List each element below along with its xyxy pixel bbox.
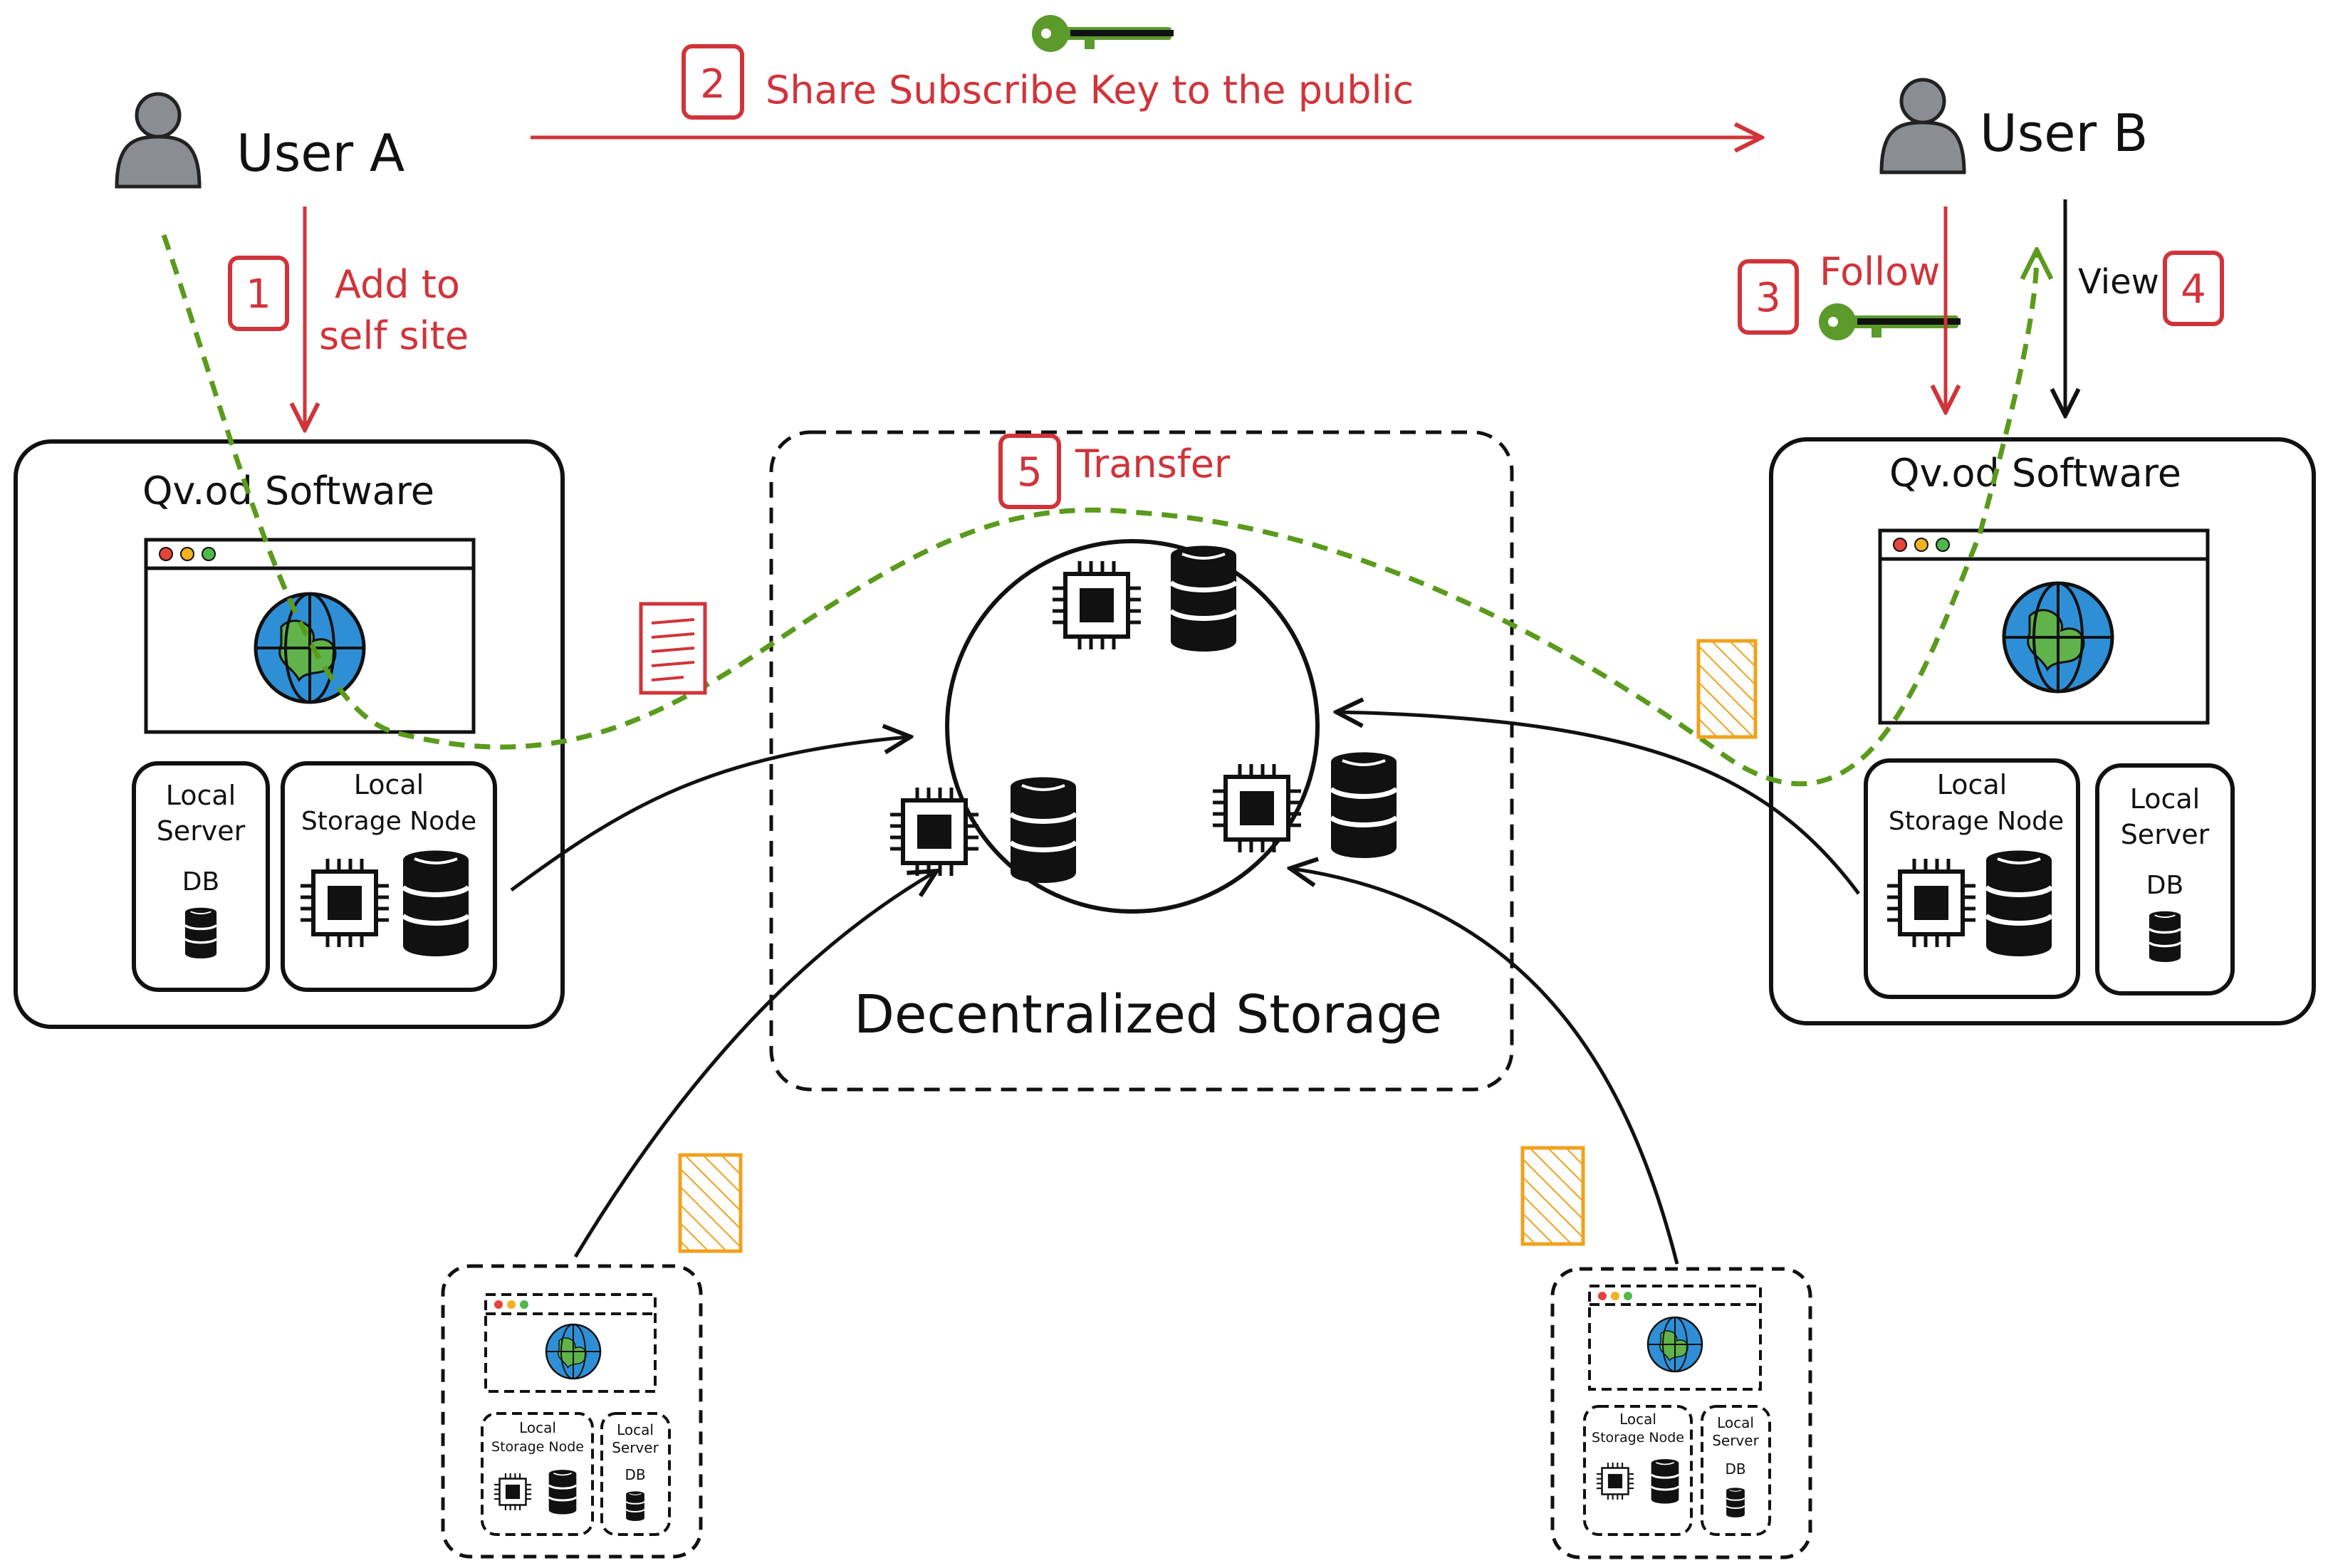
peer-right-chip-icon	[1595, 1461, 1635, 1501]
peer-left-storage-node	[481, 1412, 594, 1536]
software-b-server-line2: Server	[2121, 819, 2210, 850]
step-4-text: View	[2078, 262, 2159, 302]
peer-right-storage-node	[1583, 1405, 1693, 1536]
storage-b-to-ring-arrow	[1339, 712, 1861, 895]
software-a-panel	[14, 439, 565, 1029]
software-b-local-server	[2095, 763, 2235, 995]
software-a-local-server	[132, 761, 270, 992]
step-5-number: 5	[1017, 449, 1043, 496]
peer-left-storage-line2: Storage Node	[491, 1439, 584, 1455]
software-b-storage-line2: Storage Node	[1889, 807, 2064, 836]
user-a-label: User A	[236, 123, 404, 183]
peer-right-storage-db-icon	[1650, 1458, 1680, 1505]
step-4-badge	[2163, 251, 2224, 326]
peer-right-local-server	[1701, 1405, 1771, 1536]
peer-right-db-icon	[1726, 1487, 1745, 1518]
software-a-globe-icon	[256, 594, 364, 702]
encrypted-chunk-left-icon	[678, 1153, 743, 1253]
software-b-title: Qv.od Software	[1889, 451, 2181, 496]
step-2-number: 2	[700, 61, 726, 108]
software-a-db-icon	[184, 906, 218, 960]
ring-db-top-icon	[1171, 546, 1236, 652]
step-5-text: Transfer	[1075, 441, 1231, 486]
storage-ring	[945, 539, 1320, 914]
step-3-text: Follow	[1820, 249, 1940, 294]
ring-db-left-icon	[1011, 778, 1076, 884]
step-3-number: 3	[1755, 275, 1781, 321]
peer-left-globe-icon	[545, 1323, 602, 1380]
peer-left-to-ring-arrow	[573, 872, 934, 1258]
software-a-title: Qv.od Software	[142, 469, 434, 513]
software-b-db-icon	[2148, 910, 2182, 963]
user-b-icon	[1881, 80, 1964, 172]
software-a-storage-db-icon	[403, 851, 469, 957]
step-5-badge	[998, 434, 1061, 509]
step-4-number: 4	[2181, 266, 2206, 313]
software-b-storage-node	[1864, 758, 2080, 999]
peer-left-server-line2: Server	[612, 1439, 659, 1456]
peer-right-server-line1: Local	[1717, 1414, 1754, 1431]
step-2-badge	[682, 44, 744, 120]
peer-left-panel	[441, 1264, 703, 1559]
software-a-chip-icon	[301, 859, 389, 947]
subscribe-key-icon	[1032, 15, 1174, 52]
user-a-icon	[117, 94, 199, 187]
peer-right-storage-line1: Local	[1619, 1411, 1656, 1428]
software-a-server-line2: Server	[157, 815, 246, 847]
step-3-badge	[1738, 259, 1799, 335]
peer-right-db-label: DB	[1725, 1460, 1745, 1478]
peer-right-panel	[1550, 1267, 1812, 1559]
step-1-badge	[228, 256, 289, 331]
follow-key-icon	[1819, 303, 1961, 340]
decentralized-storage-label: Decentralized Storage	[854, 984, 1442, 1045]
peer-right-storage-line2: Storage Node	[1592, 1430, 1684, 1446]
peer-left-local-server	[600, 1412, 671, 1536]
ring-chip-right-icon	[1213, 764, 1301, 852]
data-flow-path	[161, 234, 2037, 786]
step-1-number: 1	[246, 271, 271, 318]
storage-a-to-ring-arrow	[510, 737, 908, 892]
peer-left-storage-db-icon	[548, 1468, 578, 1515]
software-b-storage-db-icon	[1986, 851, 2052, 957]
peer-right-server-line2: Server	[1712, 1432, 1759, 1449]
software-a-storage-node	[281, 761, 497, 992]
peer-left-storage-line1: Local	[519, 1419, 556, 1436]
document-icon	[639, 602, 707, 695]
software-a-db-label: DB	[182, 867, 219, 897]
encrypted-chunk-right-lower-icon	[1520, 1146, 1585, 1246]
ring-chip-top-icon	[1053, 561, 1141, 649]
step-2-text: Share Subscribe Key to the public	[766, 68, 1414, 113]
software-a-storage-line2: Storage Node	[301, 807, 476, 836]
software-b-server-line1: Local	[2130, 783, 2201, 815]
peer-left-db-label: DB	[625, 1466, 645, 1483]
software-b-globe-icon	[2004, 583, 2112, 691]
software-b-db-label: DB	[2146, 871, 2183, 900]
ring-db-right-icon	[1331, 753, 1397, 859]
user-b-label: User B	[1980, 103, 2148, 163]
ring-chip-left-icon	[890, 788, 978, 876]
peer-left-chip-icon	[493, 1472, 533, 1512]
software-a-storage-line1: Local	[354, 769, 424, 800]
software-b-panel	[1769, 437, 2316, 1025]
software-b-storage-line1: Local	[1937, 769, 2008, 800]
software-a-server-line1: Local	[166, 780, 236, 811]
peer-left-server-line1: Local	[617, 1421, 654, 1438]
peer-left-db-icon	[625, 1490, 645, 1522]
encrypted-chunk-right-icon	[1696, 639, 1758, 739]
step-1-text-line2: self site	[319, 313, 469, 358]
decentralized-storage-zone	[769, 430, 1514, 1092]
software-b-chip-icon	[1887, 859, 1975, 947]
peer-right-to-ring-arrow	[1293, 869, 1679, 1265]
peer-right-globe-icon	[1646, 1316, 1703, 1373]
step-1-text-line1: Add to	[335, 262, 460, 307]
